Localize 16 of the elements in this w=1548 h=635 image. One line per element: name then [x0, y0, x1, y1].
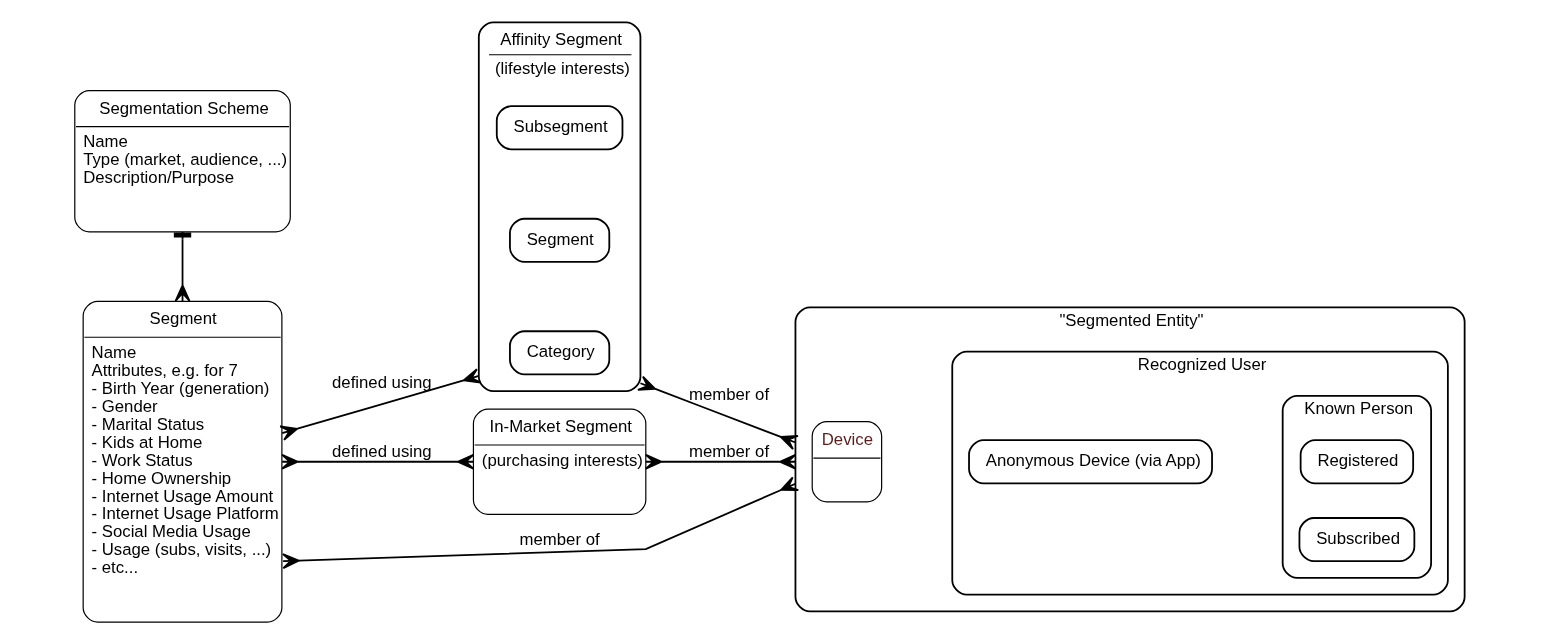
- connector: [636, 375, 799, 450]
- node-box: Registered: [1299, 439, 1414, 485]
- node-box: Subscribed: [1298, 517, 1415, 562]
- node-box: Subsegment: [495, 105, 623, 151]
- connector: [280, 453, 474, 470]
- edge-label: member of: [519, 529, 600, 549]
- edge-label: member of: [688, 442, 769, 462]
- edge-label: defined using: [331, 372, 432, 392]
- connector: [644, 453, 796, 470]
- node-box: Segment: [508, 217, 610, 263]
- node-box: Category: [508, 330, 610, 376]
- connector: [278, 368, 482, 441]
- node-box: Anonymous Device (via App): [967, 439, 1213, 485]
- edge-label: defined using: [331, 442, 432, 462]
- edge-label: member of: [688, 384, 769, 404]
- connector: [281, 476, 799, 569]
